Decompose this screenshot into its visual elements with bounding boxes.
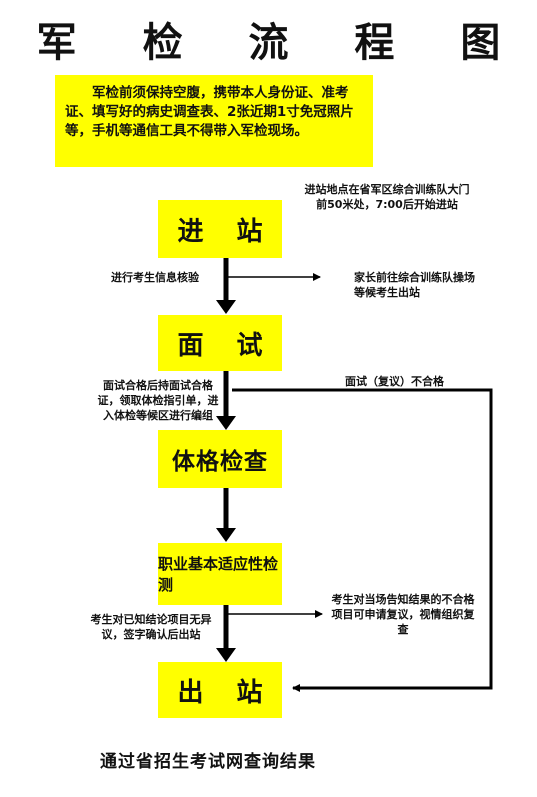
- page-title: 军 检 流 程 图: [36, 20, 527, 66]
- note-objection: 考生对当场告知结果的不合格项目可申请复议，视情组织复查: [331, 593, 475, 636]
- arrow-physical-to-aptitude: [216, 488, 236, 542]
- arrow-interview-to-physical: [216, 371, 236, 430]
- step-interview: 面 试: [158, 315, 282, 371]
- note-no-objection: 考生对已知结论项目无异议，签字确认后出站: [90, 613, 212, 641]
- note-fail-interview: 面试（复议）不合格: [345, 375, 444, 388]
- note-pass-interview: 面试合格后持面试合格证，领取体检指引单，进入体检等候区进行编组: [97, 379, 219, 422]
- step-physical-exam: 体格检查: [158, 430, 282, 488]
- step-enter: 进 站: [158, 200, 282, 258]
- note-parents: 家长前往综合训练队操场等候考生出站: [354, 271, 475, 299]
- arrow-aptitude-to-exit: [216, 605, 236, 662]
- footer-query-results: 通过省招生考试网查询结果: [100, 752, 316, 772]
- arrow-enter-to-interview: [216, 258, 236, 314]
- step-aptitude-test: 职业基本适应性检测: [158, 543, 282, 605]
- fail-loop-line: [232, 388, 493, 692]
- note-location: 进站地点在省军区综合训练队大门前50米处，7:00后开始进站: [304, 183, 470, 211]
- step-exit: 出 站: [158, 662, 282, 718]
- note-verify: 进行考生信息核验: [111, 271, 199, 284]
- intro-notice: 军检前须保持空腹，携带本人身份证、准考证、填写好的病史调查表、2张近期1寸免冠照…: [55, 75, 373, 167]
